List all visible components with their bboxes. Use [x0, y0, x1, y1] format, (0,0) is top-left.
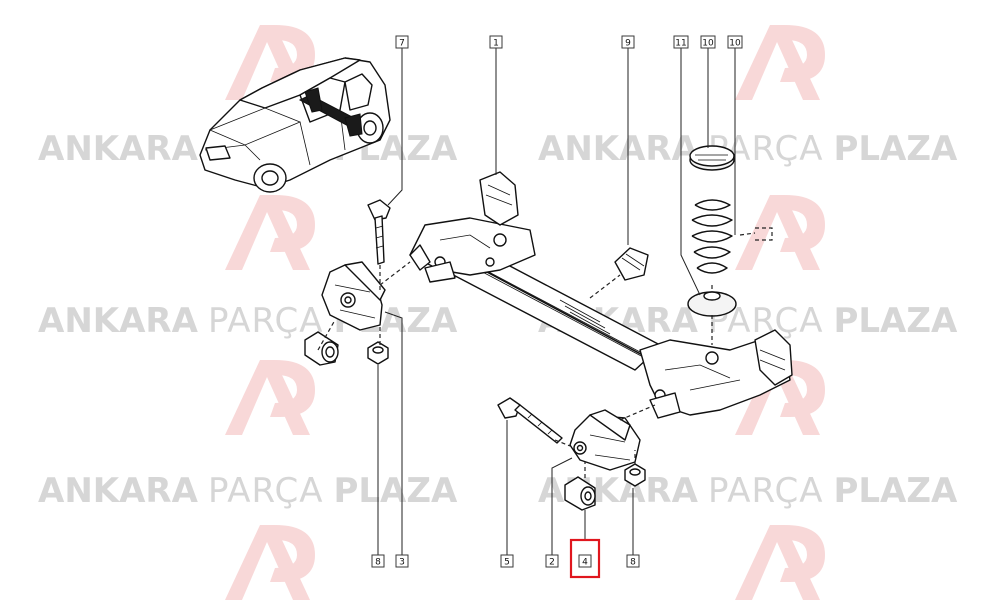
car-illustration	[199, 57, 391, 193]
watermark-logo	[225, 195, 315, 270]
callout-1-text: 1	[493, 39, 499, 49]
watermark-logo	[735, 525, 825, 600]
left-mounting-bracket	[321, 261, 386, 331]
bump-stop	[614, 247, 649, 281]
callout-2: 2	[545, 554, 559, 568]
callout-10a-text: 10	[702, 39, 714, 49]
callout-11-text: 11	[675, 39, 686, 49]
callout-8b-text: 8	[630, 558, 636, 568]
callout-5-text: 5	[504, 558, 510, 568]
wm-brand-bold: ANKARA	[538, 129, 699, 169]
callout-7: 7	[395, 35, 409, 49]
left-bolt	[367, 199, 391, 265]
wm-brand-light: PARÇA	[208, 301, 324, 341]
callout-5: 5	[500, 554, 514, 568]
reference-marker	[755, 227, 773, 241]
left-bush	[304, 331, 339, 366]
callout-3: 3	[395, 554, 409, 568]
callout-8a: 8	[371, 554, 385, 568]
callout-2-text: 2	[549, 558, 555, 568]
callout-10b: 10	[727, 35, 743, 49]
spring-assembly	[687, 145, 737, 317]
watermark-logo	[735, 25, 825, 100]
wm-brand-bold: ANKARA	[38, 129, 199, 169]
callout-7-text: 7	[399, 39, 405, 49]
wm-brand-bold2: PLAZA	[833, 129, 958, 169]
left-nut	[367, 341, 389, 365]
wm-brand-bold2: PLAZA	[833, 471, 958, 511]
callout-8a-text: 8	[375, 558, 381, 568]
callout-1: 1	[489, 35, 503, 49]
callout-10a: 10	[700, 35, 716, 49]
callout-4-text: 4	[582, 558, 588, 568]
right-bush	[564, 476, 596, 511]
wm-brand-bold: ANKARA	[538, 471, 699, 511]
callout-4: 4	[569, 538, 601, 579]
wm-brand-bold: ANKARA	[38, 301, 199, 341]
rear-axle-beam	[409, 171, 793, 419]
wm-brand-light: PARÇA	[708, 471, 824, 511]
wm-brand-bold2: PLAZA	[833, 301, 958, 341]
watermark-logo	[225, 525, 315, 600]
watermark-logo	[225, 360, 315, 435]
right-bolt	[497, 397, 563, 444]
assembly-lines	[317, 232, 756, 478]
wm-brand-light: PARÇA	[208, 471, 324, 511]
callout-4-highlight	[569, 538, 601, 579]
callout-9: 9	[621, 35, 635, 49]
wm-brand-bold2: PLAZA	[333, 471, 458, 511]
leader-lines	[377, 48, 736, 555]
watermark-logo	[735, 195, 825, 270]
callout-3-text: 3	[399, 558, 405, 568]
watermark-logos	[225, 25, 825, 600]
callout-9-text: 9	[625, 39, 631, 49]
right-mounting-bracket	[569, 409, 641, 471]
wm-brand-bold: ANKARA	[38, 471, 199, 511]
callout-10b-text: 10	[729, 39, 741, 49]
callout-8b: 8	[626, 554, 640, 568]
callout-11: 11	[673, 35, 689, 49]
